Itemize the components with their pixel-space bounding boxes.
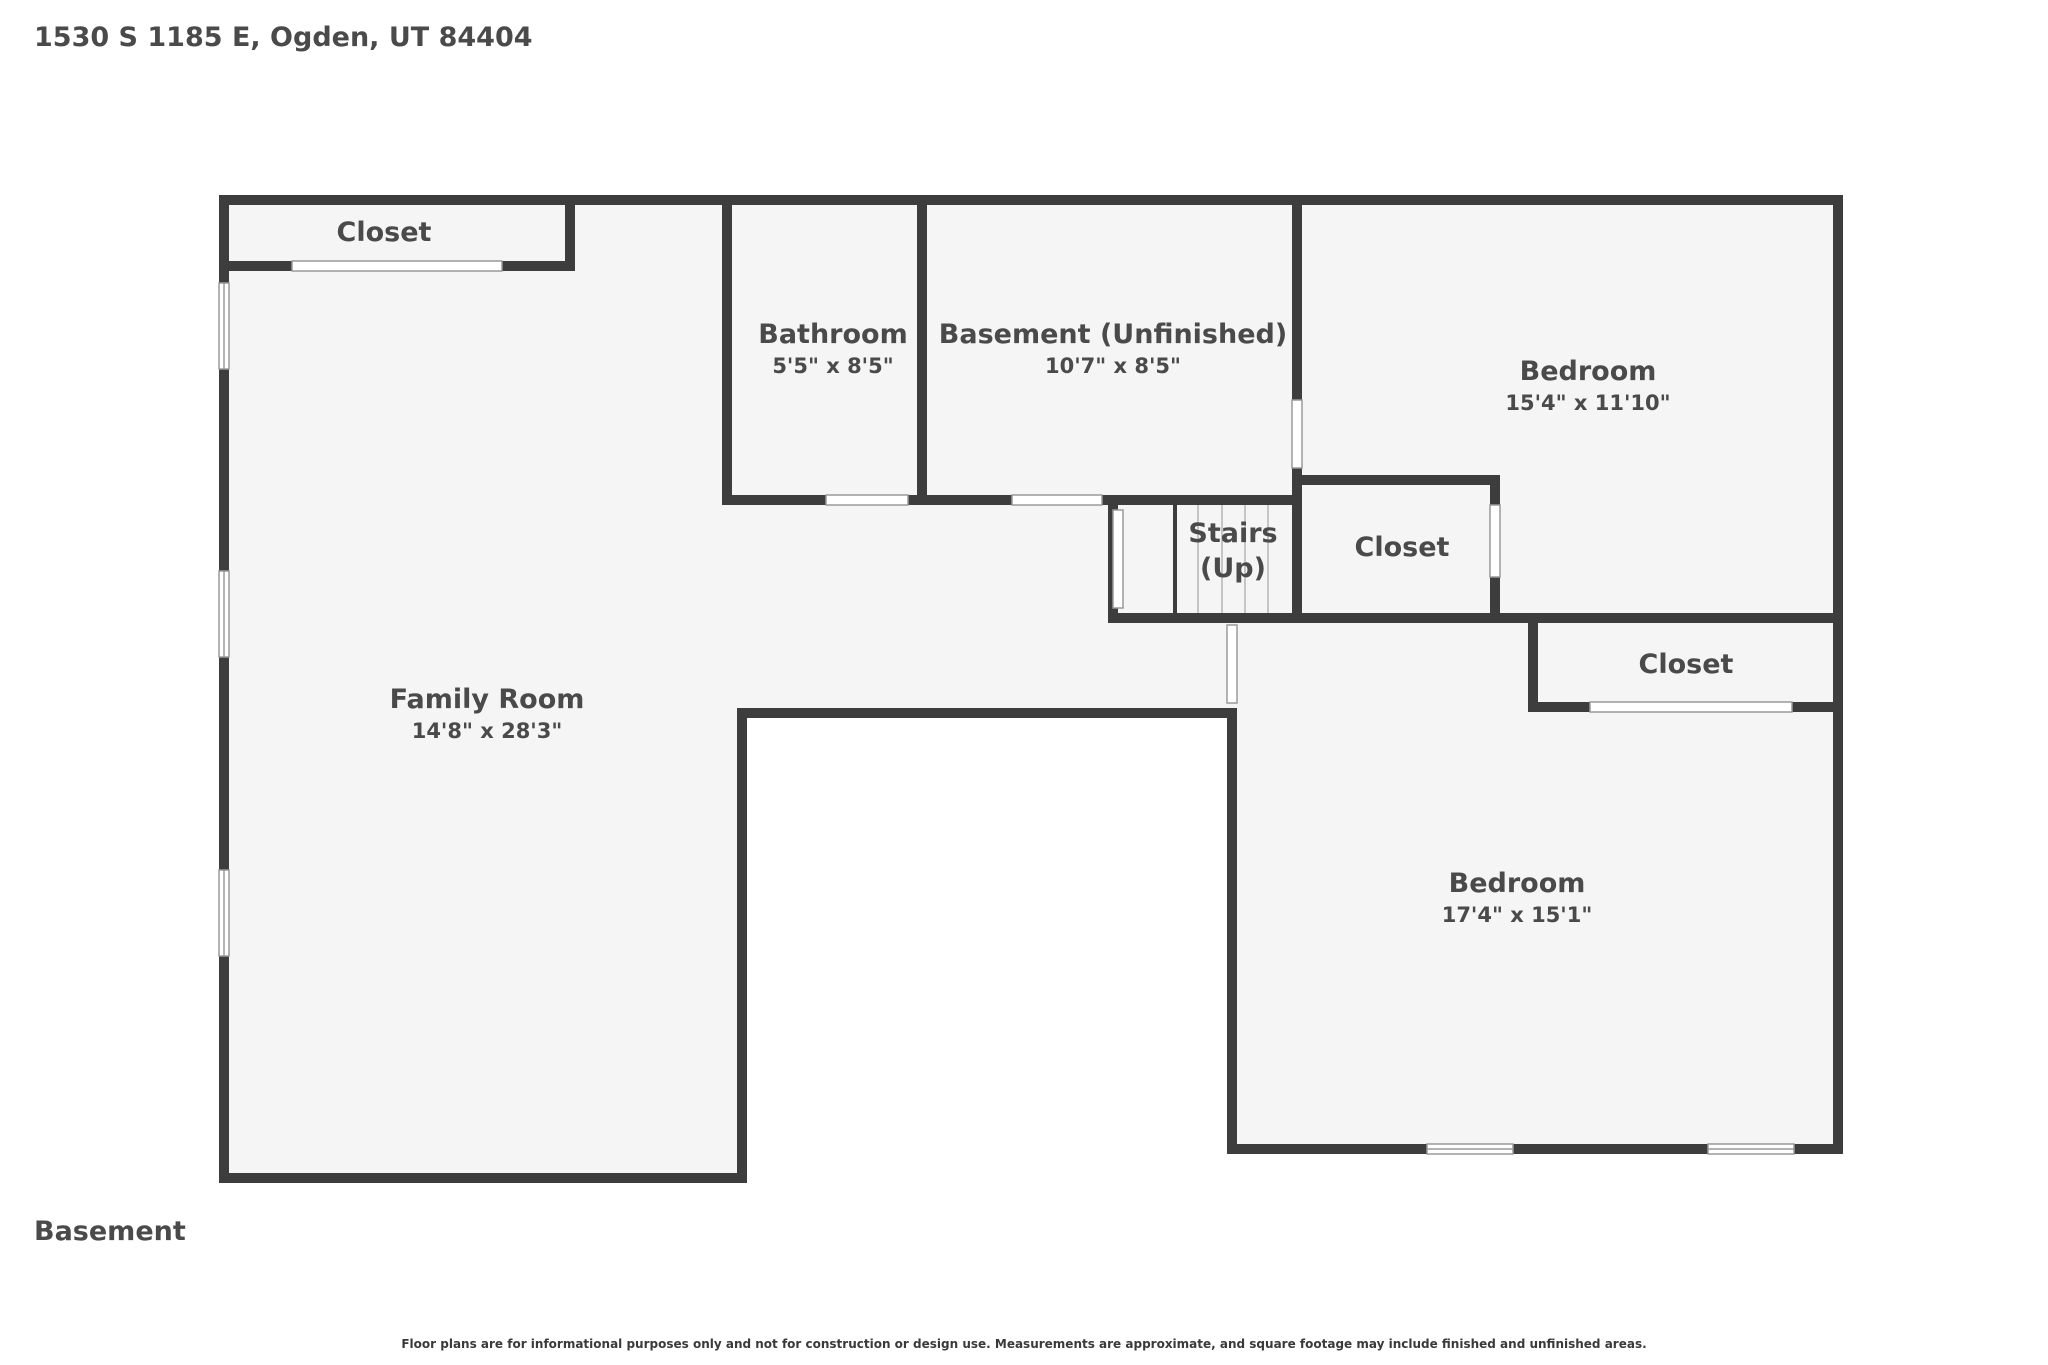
family-room-label: Family Room	[390, 684, 585, 715]
bathroom-label: Bathroom	[758, 319, 907, 350]
address-title: 1530 S 1185 E, Ogden, UT 84404	[34, 22, 533, 53]
walls	[219, 195, 1843, 1183]
bedroom-ne-dims: 15'4" x 11'10"	[1505, 391, 1670, 415]
closet-mid-label: Closet	[1355, 532, 1450, 563]
bedroom-se-dims: 17'4" x 15'1"	[1442, 903, 1593, 927]
closet-se-label: Closet	[1639, 649, 1734, 680]
bedroom-ne-label: Bedroom	[1520, 356, 1657, 387]
windows	[218, 282, 1795, 1155]
floor-name-label: Basement	[34, 1216, 186, 1247]
bedroom-se-label: Bedroom	[1449, 868, 1586, 899]
closet-nw-label: Closet	[337, 217, 432, 248]
stairs-label-line1: Stairs	[1188, 518, 1277, 549]
stair-treads	[1173, 505, 1269, 613]
family-room-dims: 14'8" x 28'3"	[412, 719, 563, 743]
basement-unfinished-dims: 10'7" x 8'5"	[1045, 354, 1181, 378]
bathroom-dims: 5'5" x 8'5"	[772, 354, 893, 378]
door-openings	[291, 260, 1793, 713]
stairs-label-line2: (Up)	[1200, 553, 1266, 584]
basement-unfinished-label: Basement (Unfinished)	[939, 319, 1287, 350]
disclaimer-text: Floor plans are for informational purpos…	[401, 1337, 1647, 1351]
